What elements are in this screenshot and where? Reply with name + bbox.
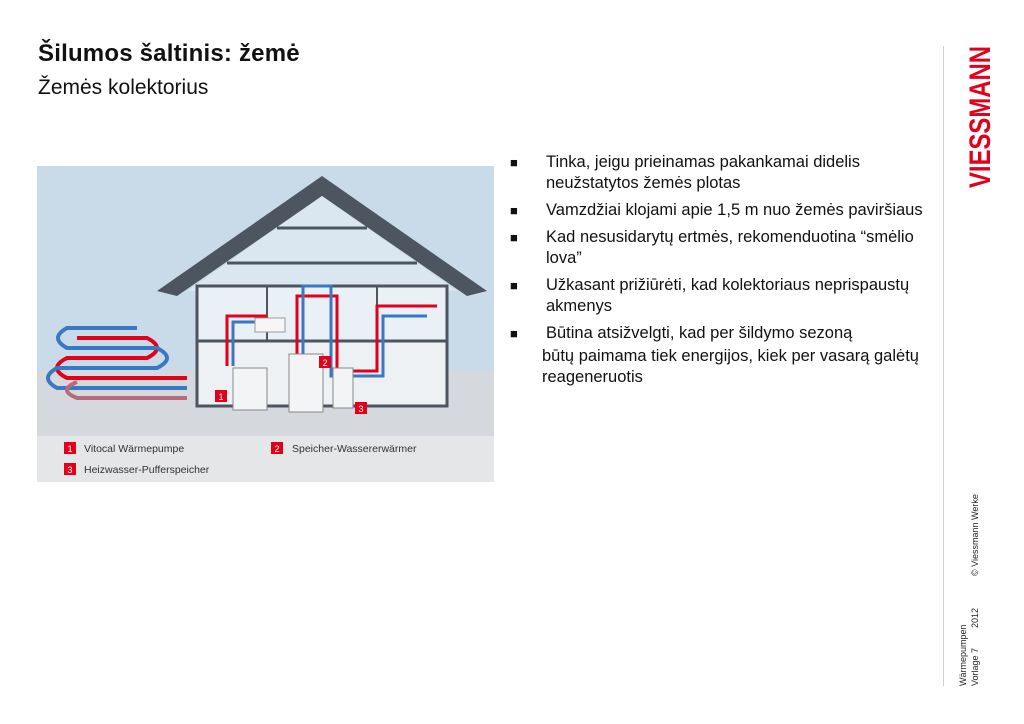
ground-collector — [46, 326, 187, 400]
footer-topic: Wärmepumpen — [958, 624, 968, 686]
buffer-tank — [332, 367, 354, 409]
bullet-item: ■Vamzdžiai klojami apie 1,5 m nuo žemės … — [510, 201, 923, 219]
legend-item-2: 2 Speicher-Wassererwärmer — [271, 442, 417, 455]
logo-text: VIESSMANN — [964, 46, 997, 188]
footer-slide-number: Vorlage 7 — [970, 647, 980, 686]
footer-copyright: © Viessmann Werke — [970, 494, 980, 576]
bullet-marker: ■ — [510, 278, 518, 293]
legend-item-1: 1 Vitocal Wärmepumpe — [64, 442, 184, 455]
bullet-item: ■Kad nesusidarytų ertmės, rekomenduotina… — [510, 228, 914, 267]
roof — [157, 176, 487, 296]
footer-year: 2012 — [970, 607, 980, 628]
svg-text:Speicher-Wassererwärmer: Speicher-Wassererwärmer — [292, 443, 417, 455]
bullet-item: ■Užkasant prižiūrėti, kad kolektoriaus n… — [510, 276, 910, 315]
slide-title: Šilumos šaltinis: žemė — [38, 40, 300, 67]
svg-text:3: 3 — [358, 404, 363, 414]
svg-text:Heizwasser-Pufferspeicher: Heizwasser-Pufferspeicher — [84, 464, 210, 476]
bullet-item: ■Tinka, jeigu prieinamas pakankamai dide… — [510, 153, 860, 192]
svg-text:Vitocal Wärmepumpe: Vitocal Wärmepumpe — [84, 443, 184, 455]
legend-item-3: 3 Heizwasser-Pufferspeicher — [64, 463, 210, 476]
bullet-continuation: būtų paimama tiek energijos, kiek per va… — [542, 347, 919, 386]
heat-pump-diagram: 1 2 3 1 Vitocal Wärmepumpe 2 Speicher-Wa… — [37, 166, 494, 482]
legend-band — [37, 436, 494, 482]
attic — [187, 196, 457, 291]
radiator — [254, 317, 286, 333]
bullet-marker: ■ — [510, 155, 518, 170]
vertical-divider — [943, 46, 944, 686]
svg-text:2: 2 — [274, 444, 279, 454]
bullet-marker: ■ — [510, 326, 518, 341]
svg-text:1: 1 — [67, 444, 72, 454]
svg-text:3: 3 — [67, 465, 72, 475]
bullet-list: ■Tinka, jeigu prieinamas pakankamai dide… — [510, 152, 930, 394]
bullet-marker: ■ — [510, 203, 518, 218]
dhw-cylinder — [288, 353, 324, 413]
svg-text:2: 2 — [322, 358, 327, 368]
bullet-item: ■Būtina atsižvelgti, kad per šildymo sez… — [510, 324, 853, 342]
heat-pump-unit — [232, 367, 268, 411]
slide-subtitle: Žemės kolektorius — [38, 76, 209, 99]
bullet-marker: ■ — [510, 230, 518, 245]
viessmann-logo: VIESSMANN — [964, 46, 997, 188]
svg-text:1: 1 — [218, 392, 223, 402]
